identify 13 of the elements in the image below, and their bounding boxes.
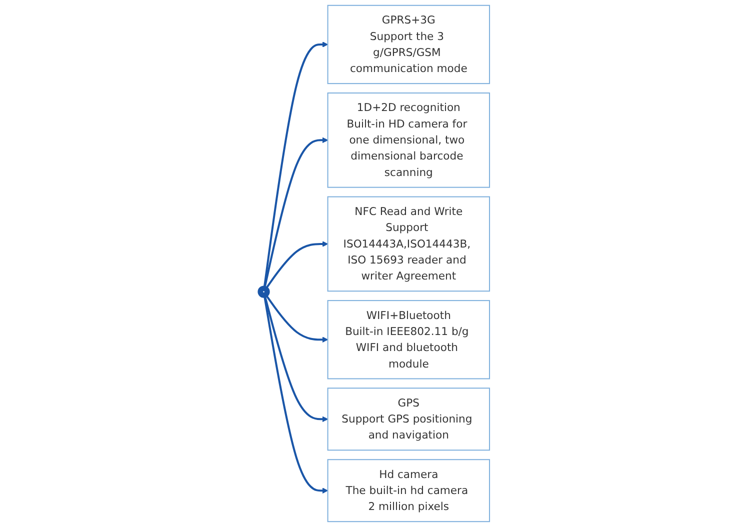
arrow: [264, 294, 328, 422]
arrow: [264, 240, 328, 290]
node-box: 1D+2D recognition Built-in HD camera for one dimensional, two dimensional barcode scanning: [327, 92, 490, 188]
node-box: NFC Read and Write Support ISO14443A,ISO14443B, ISO 15693 reader and writer Agreement: [327, 196, 490, 292]
node-circle: [258, 286, 270, 298]
node-box: GPS Support GPS positioning and navigation: [327, 388, 490, 451]
node-box: GPRS+3G Support the 3 g/GPRS/GSM communication mode: [327, 4, 490, 84]
node-box: Hd camera The built-in hd camera 2 million pixels: [327, 459, 490, 522]
arrow: [264, 294, 328, 343]
node-box: WIFI+Bluetooth Built-in IEEE802.11 b/g WIFI and bluetooth module: [327, 300, 490, 380]
arrow: [263, 294, 328, 494]
arrow: [263, 42, 328, 289]
arrow: [264, 137, 328, 289]
